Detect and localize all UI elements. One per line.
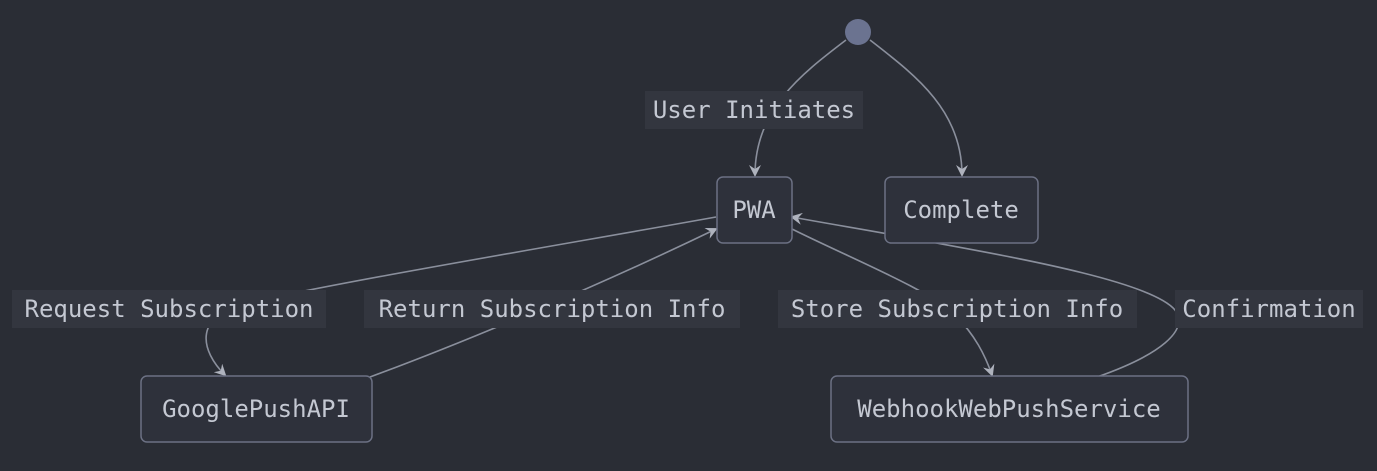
node-complete[interactable]: Complete [884, 176, 1039, 244]
svg-text:Complete: Complete [903, 196, 1019, 224]
edge-label-confirmation: Confirmation [1175, 290, 1363, 328]
edge-label-request-subscription: Request Subscription [12, 290, 326, 328]
node-googlepushapi[interactable]: GooglePushAPI [140, 375, 373, 443]
start-node [845, 19, 871, 45]
svg-text:Confirmation: Confirmation [1182, 295, 1355, 323]
svg-text:User Initiates: User Initiates [653, 96, 855, 124]
node-pwa[interactable]: PWA [716, 176, 793, 244]
edge-start-to-complete [869, 39, 968, 177]
svg-text:PWA: PWA [732, 196, 776, 224]
edge-pwa-to-googlepushapi [205, 216, 717, 377]
svg-text:GooglePushAPI: GooglePushAPI [162, 395, 350, 423]
svg-text:Request Subscription: Request Subscription [25, 295, 314, 323]
svg-text:WebhookWebPushService: WebhookWebPushService [857, 395, 1160, 423]
edge-label-user-initiates: User Initiates [645, 91, 863, 129]
edge-label-return-subscription-info: Return Subscription Info [364, 290, 740, 328]
edge-label-store-subscription-info: Store Subscription Info [778, 290, 1137, 328]
svg-text:Return Subscription Info: Return Subscription Info [379, 295, 726, 323]
edge-webhook-to-pwa [790, 212, 1180, 378]
svg-text:Store Subscription Info: Store Subscription Info [791, 295, 1123, 323]
node-webhookwebpushservice[interactable]: WebhookWebPushService [830, 375, 1189, 443]
